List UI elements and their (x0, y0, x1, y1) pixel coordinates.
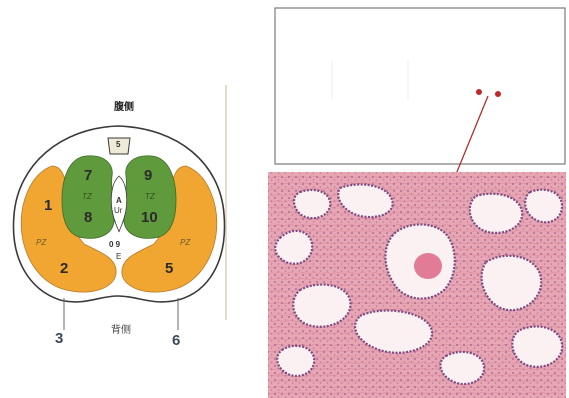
marker-dot-right (495, 91, 501, 97)
marker-dot-left (476, 89, 482, 95)
luminal-secretion (414, 253, 442, 279)
inset-frame (275, 8, 565, 164)
